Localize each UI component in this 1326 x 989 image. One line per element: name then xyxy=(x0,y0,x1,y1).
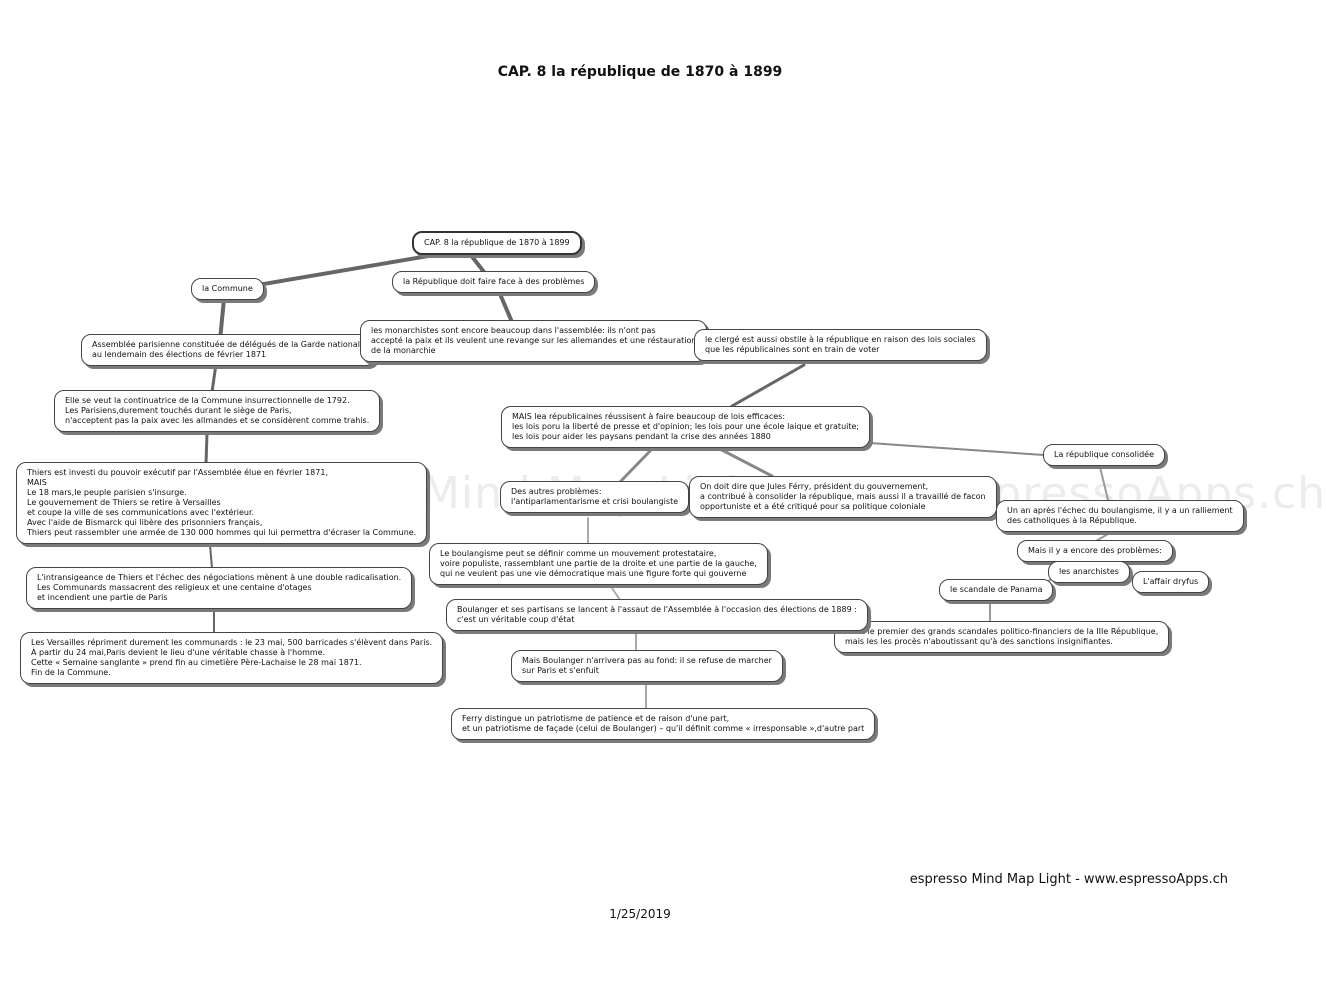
link-boulangisme-assaut xyxy=(611,587,621,601)
footer-date: 1/25/2019 xyxy=(609,907,671,921)
node-assemblee[interactable]: Assemblée parisienne constituée de délég… xyxy=(81,334,376,366)
link-republique-monarchistes xyxy=(498,292,514,324)
node-ralliement[interactable]: Un an après l'échec du boulangisme, il y… xyxy=(996,500,1244,532)
node-dreyfus[interactable]: L'affair dryfus xyxy=(1132,571,1210,593)
node-monarchistes[interactable]: les monarchistes sont encore beaucoup da… xyxy=(360,320,708,362)
node-intransigeance[interactable]: L'intransigeance de Thiers et l'échec de… xyxy=(26,567,413,609)
node-boulanger-assaut[interactable]: Boulanger et ses partisans se lancent à … xyxy=(446,599,868,631)
link-root-republique xyxy=(468,252,486,274)
link-mais-ferry xyxy=(718,447,774,478)
link-root-commune xyxy=(238,252,442,290)
link-mais-consolidee xyxy=(839,440,1045,456)
node-anarchistes[interactable]: les anarchistes xyxy=(1048,561,1130,583)
link-commune-assemblee xyxy=(218,297,226,342)
node-continuatrice[interactable]: Elle se veut la continuatrice de la Comm… xyxy=(54,390,381,432)
link-ralliement-encore xyxy=(1095,533,1109,542)
link-continuatrice-thiers xyxy=(204,431,209,466)
node-boulangisme[interactable]: Le boulangisme peut se définir comme un … xyxy=(429,543,768,585)
link-thiers-intransigeance xyxy=(209,544,213,569)
node-scandales[interactable]: C'est le premier des grands scandales po… xyxy=(834,621,1170,653)
node-root[interactable]: CAP. 8 la république de 1870 à 1899 xyxy=(412,231,582,255)
node-consolidee[interactable]: La république consolidée xyxy=(1043,444,1166,466)
page-title: CAP. 8 la république de 1870 à 1899 xyxy=(497,64,783,80)
node-panama[interactable]: le scandale de Panama xyxy=(939,579,1054,601)
node-ferry-president[interactable]: On doit dire que Jules Férry, président … xyxy=(689,476,997,518)
node-thiers[interactable]: Thiers est investi du pouvoir exécutif p… xyxy=(16,462,428,544)
node-autres-problemes[interactable]: Des autres problèmes: l'antiparlamentari… xyxy=(500,481,690,513)
node-clerge[interactable]: le clergé est aussi obstile à la républi… xyxy=(694,329,987,361)
node-encore-problemes[interactable]: Mais il y a encore des problèmes: xyxy=(1017,540,1173,562)
node-ferry-patriotisme[interactable]: Ferry distingue un patriotisme de patien… xyxy=(451,708,876,740)
link-mais-autres xyxy=(618,447,654,484)
link-consolidee-ralliement xyxy=(1099,466,1109,501)
link-assemblee-continuatrice xyxy=(210,362,218,394)
footer-credit: espresso Mind Map Light - www.espressoAp… xyxy=(909,872,1228,887)
node-mais-republicains[interactable]: MAIS lea républicaines réussisent à fair… xyxy=(501,406,871,448)
node-versailles[interactable]: Les Versailles répriment durement les co… xyxy=(20,632,444,684)
node-commune[interactable]: la Commune xyxy=(191,278,264,300)
node-boulanger-fond[interactable]: Mais Boulanger n'arrivera pas au fond: i… xyxy=(511,650,783,682)
link-clerge-mais xyxy=(730,363,806,408)
node-republique-problemes[interactable]: la République doit faire face à des prob… xyxy=(392,271,596,293)
